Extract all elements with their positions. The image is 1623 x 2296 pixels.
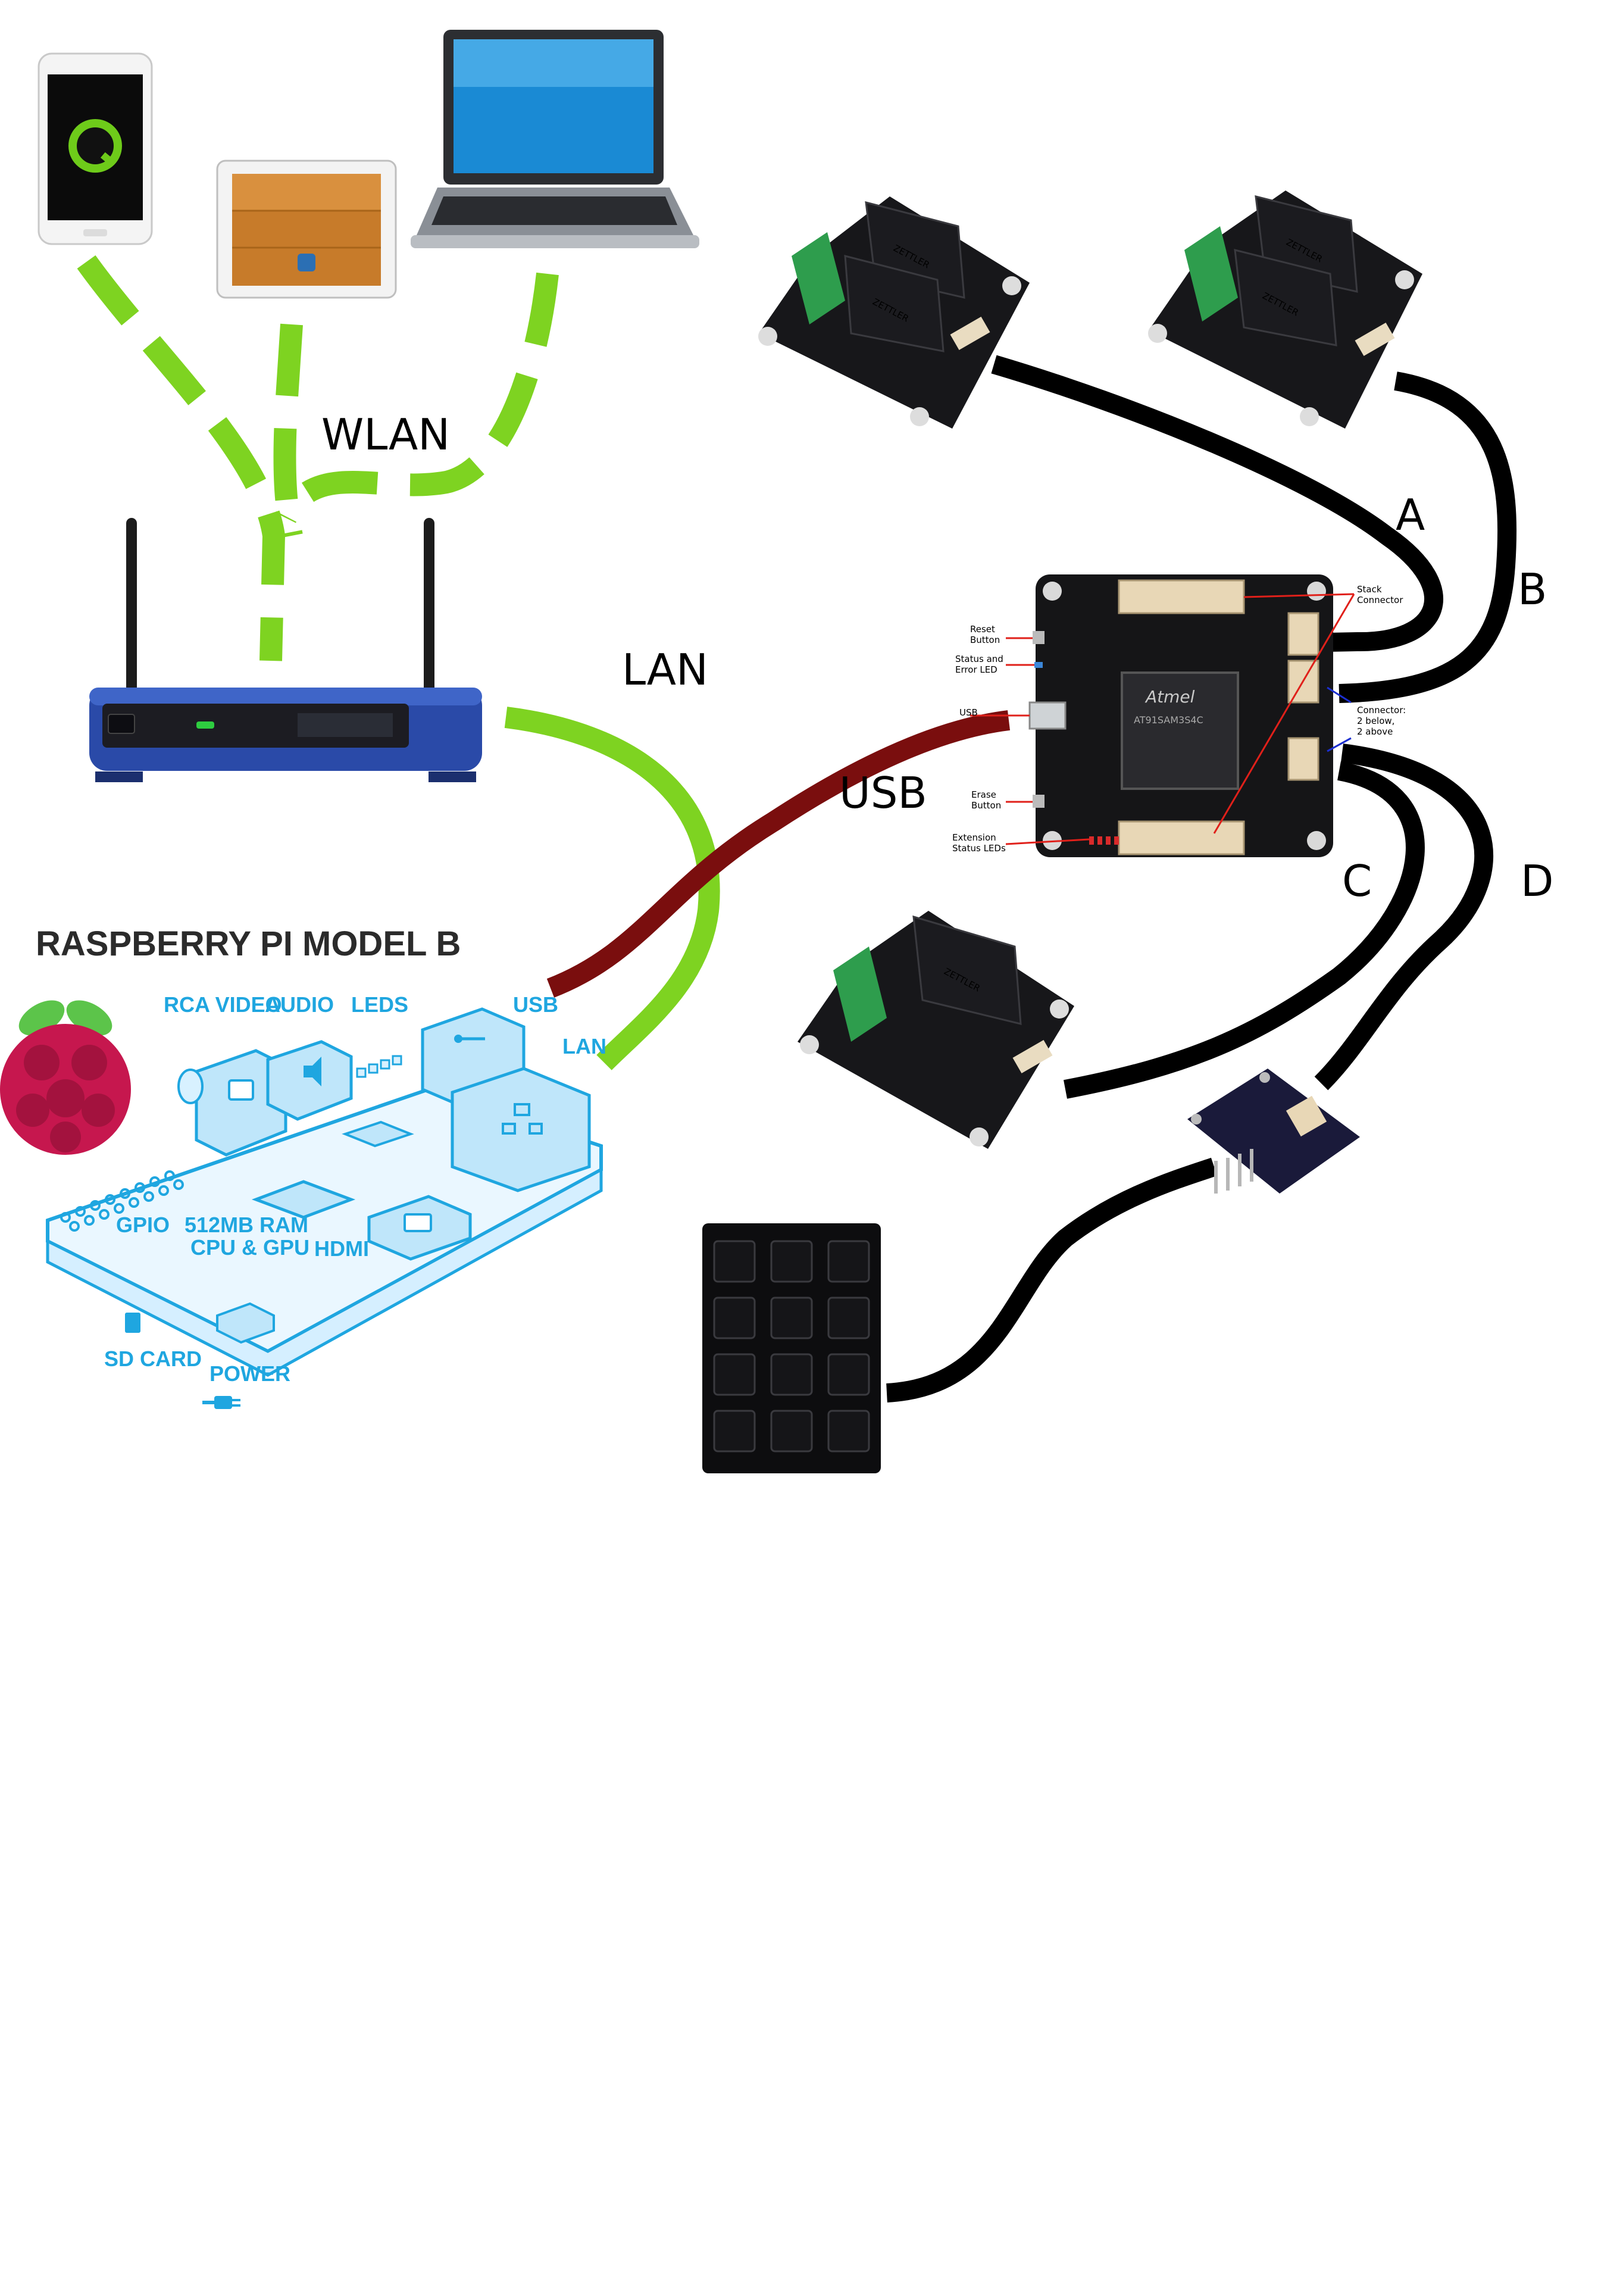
label-usb: USB [839,768,927,818]
connection-labels: WLAN LAN USB A B C D [321,410,1553,906]
soc-chip [251,1180,356,1219]
sd-card-icon [125,1313,140,1333]
wlan-link-laptop [276,272,559,524]
annotation-status-1: Status and [955,654,1003,664]
label-bus-c: C [1342,856,1372,906]
mcu-brand: Atmel [1144,687,1195,707]
rca-video-connector [177,1049,287,1157]
annotation-usb: USB [959,707,978,718]
bus-link-touchpad [886,1157,1218,1402]
stack-connector-top [1118,579,1245,614]
power-port [216,1302,275,1344]
status-led [1034,662,1043,668]
rpi-label-leds: LEDS [351,992,408,1017]
ethernet-port [451,1067,591,1192]
rpi-label-audio: AUDIO [265,992,334,1017]
rpi-label-ram-line1: 512MB RAM [184,1213,308,1237]
annotation-status-2: Error LED [955,664,997,675]
rpi-label-rca-video: RCA VIDEO [164,992,282,1017]
bricklet-port-a [1287,612,1319,656]
hdmi-port [367,1195,472,1261]
rpi-label-power: POWER [209,1361,290,1386]
wlan-link-phone [77,255,286,661]
annotation-conn-3: 2 above [1357,726,1393,737]
usb-link [546,710,1011,998]
master-brick: Atmel AT91SAM3S4C [1028,574,1333,857]
label-lan: LAN [622,645,708,695]
wlan-link-tablet [273,323,303,538]
erase-button [1033,795,1045,808]
status-leds [356,1055,402,1078]
annotation-reset-2: Button [970,635,1000,645]
mcu-model: AT91SAM3S4C [1134,714,1203,726]
annotation-erase-2: Button [971,800,1001,811]
relay-board-2: ZETTLER ZETTLER [1148,190,1422,429]
power-plug-icon [202,1396,240,1409]
label-wlan: WLAN [321,410,450,460]
label-bus-a: A [1396,490,1425,540]
tablet-icon [216,160,397,299]
gpio-header [60,1170,184,1232]
reset-button [1033,631,1045,644]
router-icon [89,518,482,782]
cables [77,255,1517,1402]
master-annotations: Reset Button Status and Error LED USB Er… [952,584,1406,854]
mini-usb-port [1028,701,1067,730]
bricklet-port-c [1287,737,1319,781]
sensor-bricklet [1187,1069,1360,1194]
raspberry-pi-diagram: RASPBERRY PI MODEL B [0,924,606,1409]
label-bus-b: B [1518,564,1547,614]
annotation-erase-1: Erase [971,789,996,800]
audio-connector [266,1040,353,1121]
master-annotation-arrows [970,593,1355,845]
annotation-ext-1: Extension [952,832,996,843]
relay-board-1: ZETTLER ZETTLER [758,196,1030,429]
annotation-reset-1: Reset [970,624,995,635]
stack-connector-bottom [1118,820,1245,855]
bus-link-d [1314,744,1493,1091]
rpi-label-lan: LAN [562,1034,606,1058]
rpi-label-ram-line2: CPU & GPU [190,1235,309,1260]
label-bus-d: D [1521,856,1553,906]
laptop-icon [411,30,699,248]
small-chip [342,1120,414,1148]
annotation-conn-2: 2 below, [1357,716,1394,726]
rpi-label-hdmi: HDMI [314,1236,369,1261]
connector-annotation-arrows [1327,686,1352,752]
annotation-stack-1: Stack [1357,584,1382,595]
mcu-chip [1121,671,1239,790]
bus-link-b [1339,371,1517,703]
rpi-title: RASPBERRY PI MODEL B [36,924,461,963]
raspberry-pi-logo [0,1000,131,1155]
lan-link [504,707,720,1070]
bus-link-a [991,355,1443,652]
smartphone-icon [37,52,153,245]
bus-link-c [1064,761,1425,1099]
rpi-label-usb: USB [513,992,558,1017]
relay-board-3: ZETTLER [798,911,1074,1149]
rpi-label-sd-card: SD CARD [104,1347,202,1371]
rpi-label-gpio: GPIO [116,1213,170,1237]
annotation-ext-2: Status LEDs [952,843,1006,854]
annotation-conn-1: Connector: [1357,705,1406,716]
annotation-stack-2: Connector [1357,595,1403,605]
touch-pad [702,1223,881,1473]
